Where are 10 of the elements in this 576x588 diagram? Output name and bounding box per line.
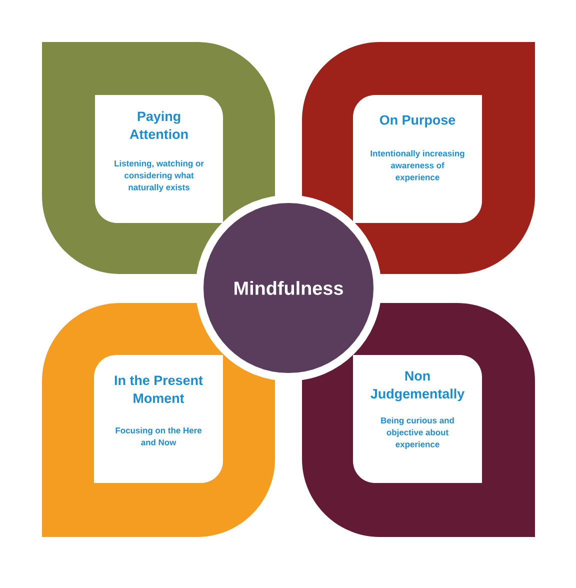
card-description: Being curious and objective about experience <box>381 417 454 449</box>
leaf-card <box>42 42 275 274</box>
leaf-card <box>302 42 535 274</box>
card-description: Intentionally increasing awareness of experience <box>370 150 464 182</box>
leaf-card <box>302 303 535 537</box>
card-description: Listening, watching or considering what naturally exists <box>114 160 204 192</box>
card-heading: Paying Attention <box>130 111 188 139</box>
card-description: Focusing on the Here and Now <box>116 427 202 446</box>
leaf-card <box>42 303 275 537</box>
card-heading: On Purpose <box>380 115 456 128</box>
